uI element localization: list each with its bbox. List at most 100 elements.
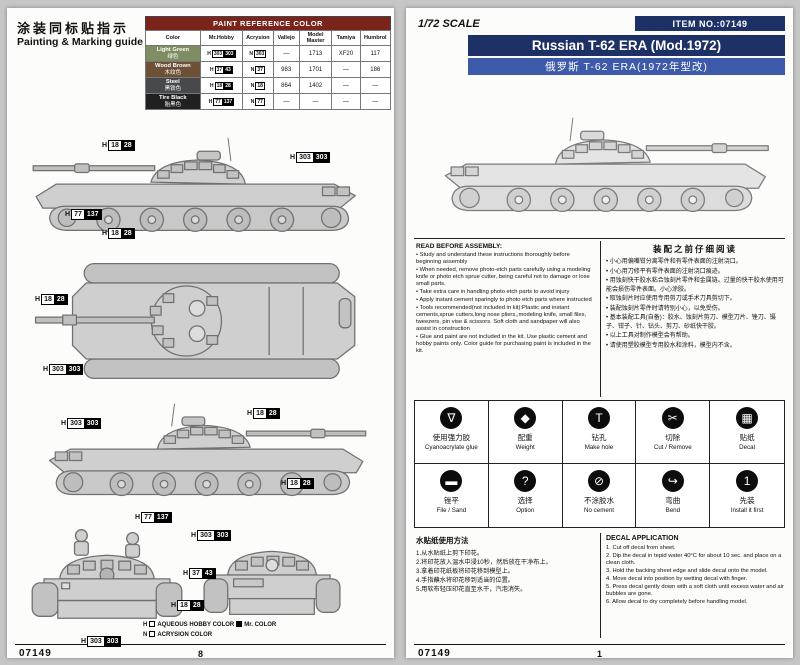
bend-arrow-icon: ↪	[661, 470, 684, 492]
assembly-note-cn: 以上工具对制作模型会有帮助。	[606, 332, 784, 341]
item-number: 07149	[418, 648, 451, 659]
weight-icon: ◆	[514, 407, 537, 429]
symbol-label-cn: 先装	[739, 496, 755, 505]
column-divider	[600, 533, 601, 638]
col-header-vallejo: Vallejo	[272, 30, 300, 46]
decal-instructions-en: DECAL APPLICATION 1. Cut off decal from …	[606, 535, 784, 607]
color-swatch-cell: Steel 黑铁色	[145, 77, 201, 94]
symbol-install-first: 1 先装 Install it first	[710, 464, 784, 527]
symbol-label-en: Cyanoacrylate glue	[424, 444, 478, 451]
tank-side-view-facing-right	[25, 398, 377, 504]
symbol-label-en: Decal	[739, 444, 755, 451]
col-header-mr-hobby: Mr.Hobby	[199, 30, 244, 46]
assembly-note-cn: 基本装配工具(自备)：胶水、蚀刻片剪刀、模型刀片、锉刀、镊子、钳子、针、钻头、剪…	[606, 314, 784, 331]
item-number-badge: ITEM NO.:07149	[635, 16, 785, 31]
col-header-acrysion: Acrysion	[242, 30, 274, 46]
install-first-icon: 1	[736, 470, 759, 492]
decal-instructions-cn: 水贴纸使用方法 1.从水贴纸上剪下印花。 2.将印花放入温水中浸10秒，然后放在干…	[416, 535, 596, 594]
outline-box-icon	[149, 621, 156, 627]
symbol-label-en: Bend	[665, 507, 681, 514]
symbol-label-en: Option	[516, 507, 535, 514]
decal-step-en: 2. Dip the decal in tepid water 40°C for…	[606, 553, 782, 566]
item-number: 07149	[19, 648, 52, 659]
assembly-note-en: Glue and paint are not included in the k…	[416, 334, 596, 355]
scissors-icon: ✂	[661, 407, 684, 429]
col-header-model-master: Model Master	[298, 30, 333, 46]
assembly-note-en: Apply instant cement sparingly to photo …	[416, 297, 596, 304]
assembly-note-cn: 小心用偏嘴钳分离零件和有零件表面的注射浇口。	[606, 258, 784, 267]
outline-box-icon	[149, 631, 156, 637]
decal-step-cn: 5.用软布轻压印花直至水干，汽泡消失。	[416, 586, 527, 593]
assembly-note-cn: 请使用塑胶模型专用胶水和涂料，模型内不含。	[606, 342, 784, 351]
symbol-label-en: Make hole	[584, 444, 614, 451]
assembly-note-en: Take extra care in handling photo etch p…	[416, 289, 596, 296]
symbol-label-en: File / Sand	[436, 507, 467, 514]
symbol-label-cn: 锉平	[443, 496, 459, 505]
no-cement-icon: ⊘	[587, 470, 610, 492]
symbol-legend-grid: ∇ 使用强力胶 Cyanoacrylate glue ◆ 配重 Weight T…	[414, 400, 785, 528]
tank-front-view-with-crew	[21, 510, 193, 636]
question-mark-icon: ?	[514, 470, 537, 492]
paint-table-title: PAINT REFERENCE COLOR	[145, 16, 391, 30]
col-header-color: Color	[145, 30, 201, 46]
decal-step-cn: 1.从水贴纸上剪下印花。	[416, 550, 484, 557]
col-header-tamiya: Tamiya	[331, 30, 361, 46]
symbol-make-hole: T 钻孔 Make hole	[562, 401, 637, 464]
color-swatch-cell: Tire Black 胎黑色	[145, 93, 201, 110]
decal-step-en: 5. Press decal gently down with a soft c…	[606, 584, 784, 597]
symbol-weight: ◆ 配重 Weight	[488, 401, 563, 464]
symbol-option: ? 选择 Option	[489, 464, 563, 527]
col-header-humbrol: Humbrol	[359, 30, 392, 46]
symbol-label-cn: 配重	[517, 433, 533, 442]
paint-table-header-row: Color Mr.Hobby Acrysion Vallejo Model Ma…	[145, 30, 392, 46]
file-icon: ▬	[440, 470, 463, 492]
assembly-notes-en: Study and understand these instructions …	[416, 252, 596, 355]
read-before-title-cn: 装配之前仔细阅读	[652, 244, 737, 254]
page-number: 8	[197, 649, 203, 659]
left-page: 涂装同标贴指示 Painting & Marking guide PAINT R…	[7, 8, 394, 659]
symbol-file-sand: ▬ 锉平 File / Sand	[415, 464, 489, 527]
painting-guide-title-cn: 涂装同标贴指示	[17, 21, 130, 36]
symbol-label-cn: 弯曲	[665, 496, 681, 505]
decal-step-en: 4. Move decal into position by wetting d…	[606, 576, 748, 582]
decal-icon: ▦	[736, 407, 759, 429]
decal-step-en: 1. Cut off decal from sheet.	[606, 545, 676, 551]
filled-box-icon	[236, 621, 243, 627]
page-number: 1	[596, 649, 602, 659]
read-before-assembly-cn: 装配之前仔细阅读 小心用偏嘴钳分离零件和有零件表面的注射浇口。小心用刀修平有零件…	[606, 243, 784, 351]
symbol-no-cement: ⊘ 不涂胶水 No cement	[563, 464, 637, 527]
footer-rule	[414, 644, 785, 645]
right-page: 1/72 SCALE ITEM NO.:07149 Russian T-62 E…	[406, 8, 793, 659]
painting-guide-title-en: Painting & Marking guide	[17, 36, 144, 48]
assembly-note-en: Study and understand these instructions …	[416, 252, 596, 266]
symbol-cut-remove: ✂ 切除 Cut / Remove	[636, 401, 711, 464]
decal-steps-cn: 1.从水贴纸上剪下印花。 2.将印花放入温水中浸10秒，然后放在干净布上。 3.拿着…	[416, 549, 596, 594]
symbol-label-en: Weight	[515, 444, 535, 451]
decal-step-cn: 2.将印花放入温水中浸10秒，然后放在干净布上。	[416, 559, 552, 566]
symbol-label-en: Install it first	[730, 507, 764, 514]
decal-step-cn: 3.拿着印花纸板将印花移到模型上。	[416, 568, 514, 575]
column-divider	[600, 241, 601, 397]
assembly-note-cn: 装配蚀刻片零件时请特别小心，以免受伤。	[606, 305, 784, 314]
decal-step-cn: 4.手指蘸水将印花移到适当的位置。	[416, 577, 514, 584]
symbol-decal: ▦ 贴纸 Decal	[710, 401, 784, 464]
kit-title-en: Russian T-62 ERA (Mod.1972)	[468, 35, 785, 56]
decal-steps-en: 1. Cut off decal from sheet. 2. Dip the d…	[606, 545, 784, 606]
decal-step-en: 3. Hold the backing sheet edge and slide…	[606, 568, 768, 574]
assembly-note-cn: 小心用刀修平有零件表面的注射浇口痕迹。	[606, 268, 784, 277]
scale-label: 1/72 SCALE	[418, 18, 480, 30]
decal-title-cn: 水贴纸使用方法	[416, 536, 469, 545]
